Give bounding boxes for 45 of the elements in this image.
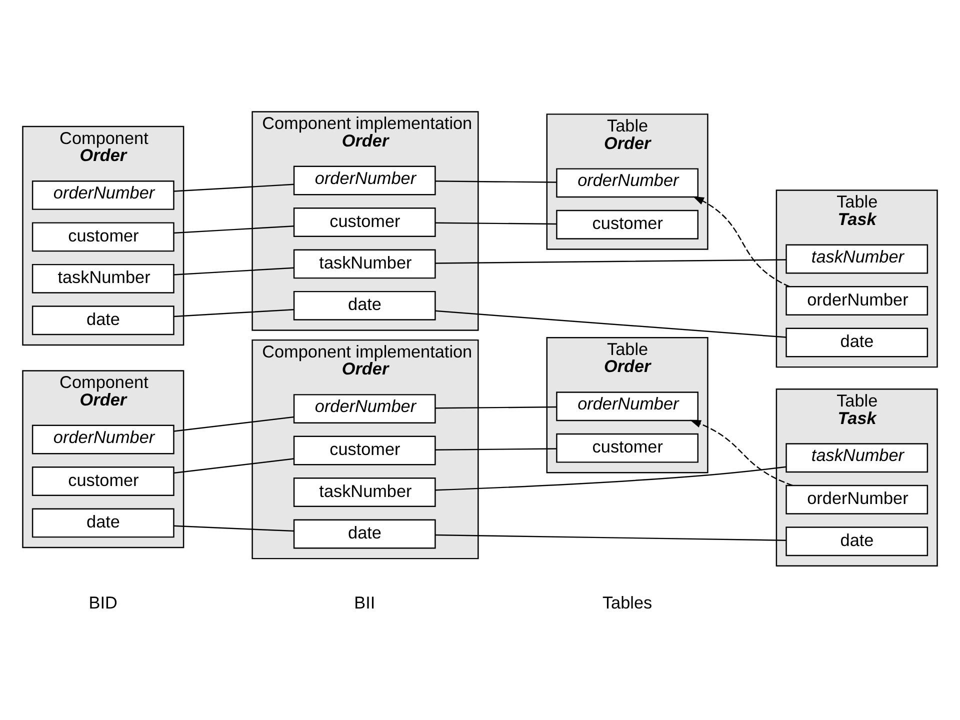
connector xyxy=(435,222,556,225)
node-box: customer xyxy=(32,222,174,252)
node-box: orderNumber xyxy=(32,180,174,210)
node-box: taskNumber xyxy=(786,244,928,274)
connector xyxy=(174,525,294,532)
node-box: date xyxy=(32,508,174,538)
connector xyxy=(435,534,786,541)
connector xyxy=(174,309,294,318)
node-box: orderNumber xyxy=(32,424,174,454)
node-box: customer xyxy=(293,207,436,237)
connector xyxy=(174,458,294,474)
label: BID xyxy=(88,592,118,613)
node-box: orderNumber xyxy=(293,394,436,424)
connector xyxy=(174,416,294,432)
connector xyxy=(435,448,556,450)
arrow xyxy=(692,196,790,288)
node-box: customer xyxy=(293,436,436,466)
node-box: date xyxy=(786,328,928,358)
node-box: orderNumber xyxy=(293,166,436,196)
node-box: date xyxy=(293,290,436,320)
node-box: taskNumber xyxy=(786,443,928,473)
label: BII xyxy=(354,592,376,613)
label: Tables xyxy=(602,592,652,613)
node-box: orderNumber xyxy=(556,168,698,198)
node-box: taskNumber xyxy=(32,264,174,294)
node-box: orderNumber xyxy=(786,286,928,316)
node-box: customer xyxy=(556,433,698,463)
node-box: orderNumber xyxy=(786,484,928,514)
node-box: date xyxy=(786,526,928,556)
node-box: date xyxy=(293,519,436,549)
arrow xyxy=(690,420,793,486)
node-box: orderNumber xyxy=(556,392,698,422)
connector xyxy=(435,180,556,183)
node-box: taskNumber xyxy=(293,478,436,507)
connector xyxy=(174,267,294,276)
node-box: customer xyxy=(32,466,174,496)
connector xyxy=(435,310,786,338)
connector xyxy=(435,466,786,491)
connector xyxy=(435,406,556,409)
node-box: taskNumber xyxy=(293,249,436,279)
connector xyxy=(435,259,786,264)
connector xyxy=(174,184,294,192)
connector xyxy=(174,226,294,234)
node-box: date xyxy=(32,306,174,336)
node-box: customer xyxy=(556,210,698,240)
